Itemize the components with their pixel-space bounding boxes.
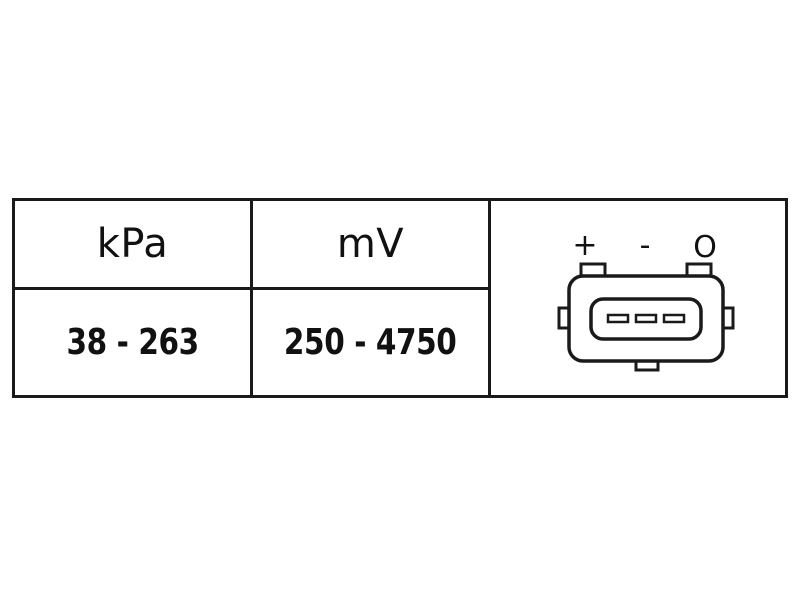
column-divider-2 xyxy=(488,201,491,395)
pin-label-plus: + xyxy=(572,228,597,263)
column-divider-1 xyxy=(250,201,253,395)
voltage-range-cell: 250 - 4750 xyxy=(253,290,488,395)
header-pressure-unit: kPa xyxy=(15,201,250,287)
connector-pin-2 xyxy=(634,313,658,324)
connector-top-tab-left xyxy=(579,262,607,278)
connector-pin-1 xyxy=(606,313,630,324)
voltage-unit-label: mV xyxy=(336,221,405,267)
pressure-range-value: 38 - 263 xyxy=(66,322,199,363)
sensor-spec-table: kPa mV 38 - 263 250 - 4750 + - O xyxy=(12,198,788,398)
pressure-unit-label: kPa xyxy=(96,221,169,267)
connector-top-tab-right xyxy=(685,262,713,278)
connector-pin-3 xyxy=(662,313,686,324)
connector-diagram: + - O xyxy=(557,228,735,372)
pin-label-signal: O xyxy=(693,230,717,265)
pin-label-minus: - xyxy=(640,228,651,263)
pressure-range-cell: 38 - 263 xyxy=(15,290,250,395)
voltage-range-value: 250 - 4750 xyxy=(284,322,457,363)
row-divider xyxy=(15,287,491,290)
header-voltage-unit: mV xyxy=(253,201,488,287)
connector-diagram-cell: + - O xyxy=(491,201,785,395)
